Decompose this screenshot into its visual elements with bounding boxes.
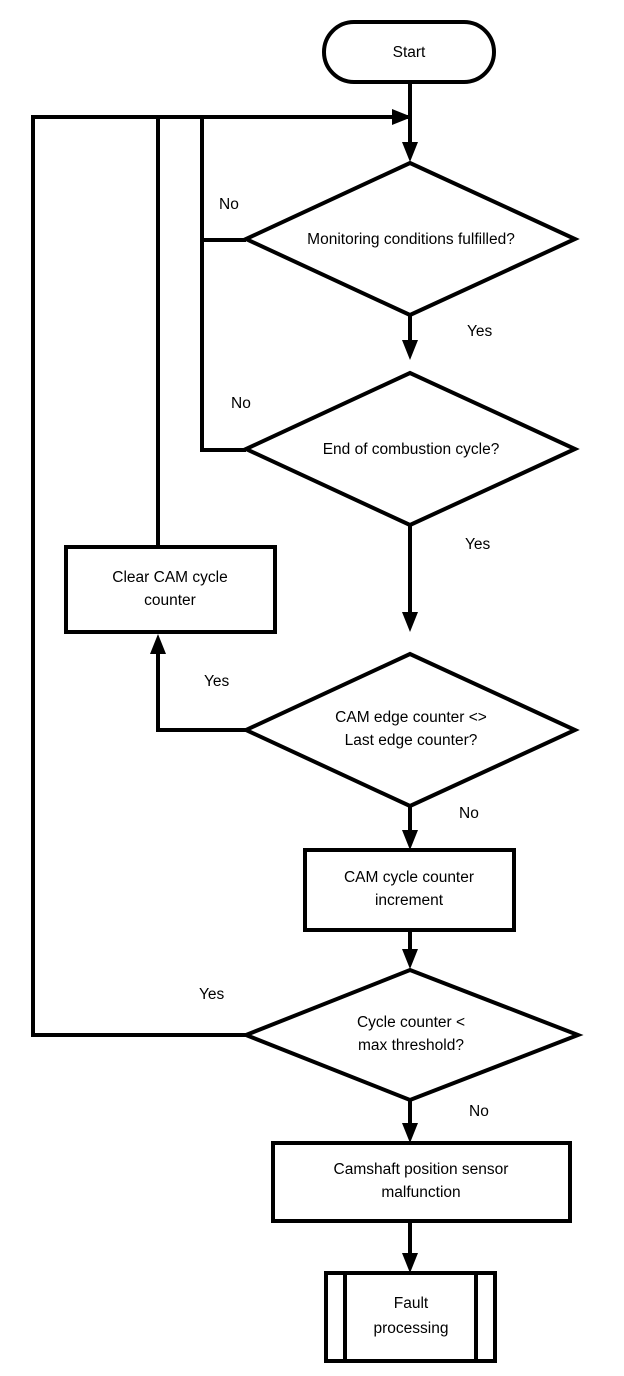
cam-cycle-counter-increment-label-line1: CAM cycle counter: [344, 869, 474, 886]
fault-processing-shape: [324, 1271, 497, 1363]
cam-cycle-counter-increment-shape: [303, 848, 516, 932]
camshaft-sensor-malfunction-label-line1: Camshaft position sensor: [334, 1161, 509, 1178]
start-label: Start: [393, 44, 426, 61]
connector-threshold-yes-rail: [31, 117, 246, 1037]
fault-processing-label-line1: Fault: [394, 1295, 429, 1312]
connector-monitoring-no: [200, 117, 246, 242]
end-of-combustion-cycle-label: End of combustion cycle?: [323, 441, 500, 458]
monitoring-conditions-label: Monitoring conditions fulfilled?: [307, 231, 515, 248]
monitoring-conditions-shape: [241, 160, 580, 318]
cycle-counter-threshold-shape: [240, 967, 584, 1103]
node-end-of-combustion-cycle[interactable]: End of combustion cycle?: [241, 370, 580, 528]
node-fault-processing[interactable]: Fault processing: [324, 1271, 497, 1363]
arrowhead-start-to-monitoring: [402, 142, 418, 162]
arrowhead-threshold-no: [402, 1123, 418, 1143]
node-cam-cycle-counter-increment[interactable]: CAM cycle counter increment: [303, 848, 516, 932]
edge-label-monitoring-no: No: [219, 196, 239, 213]
arrowhead-edge-counter-no: [402, 830, 418, 850]
arrowhead-top-feedback-rail: [392, 109, 412, 125]
arrowhead-increment-to-threshold: [402, 949, 418, 969]
edge-label-edge-counter-no: No: [459, 805, 479, 822]
start-shape: [322, 20, 496, 84]
connector-edge-counter-yes: [156, 648, 246, 732]
arrowhead-combustion-yes: [402, 612, 418, 632]
node-camshaft-sensor-malfunction[interactable]: Camshaft position sensor malfunction: [271, 1141, 572, 1223]
arrowhead-malfunction-to-fault: [402, 1253, 418, 1273]
edge-label-threshold-no: No: [469, 1103, 489, 1120]
node-monitoring-conditions[interactable]: Monitoring conditions fulfilled?: [241, 160, 580, 318]
end-of-combustion-cycle-shape: [241, 370, 580, 528]
arrowhead-monitoring-yes: [402, 340, 418, 360]
camshaft-sensor-malfunction-label-line2: malfunction: [381, 1184, 460, 1201]
node-cam-edge-counter-compare[interactable]: CAM edge counter <> Last edge counter?: [241, 651, 580, 809]
edge-label-layer: No Yes No Yes Yes No Yes No: [199, 196, 493, 1120]
edge-label-combustion-yes: Yes: [465, 536, 491, 553]
cam-edge-counter-compare-label-line1: CAM edge counter <>: [335, 709, 487, 726]
camshaft-sensor-malfunction-shape: [271, 1141, 572, 1223]
cycle-counter-threshold-label-line1: Cycle counter <: [357, 1014, 465, 1031]
edge-label-threshold-yes: Yes: [199, 986, 225, 1003]
cam-cycle-counter-increment-label-line2: increment: [375, 892, 444, 909]
cam-edge-counter-compare-shape: [241, 651, 580, 809]
arrowhead-edge-counter-yes: [150, 634, 166, 654]
node-cycle-counter-threshold[interactable]: Cycle counter < max threshold?: [240, 967, 584, 1103]
cam-edge-counter-compare-label-line2: Last edge counter?: [345, 732, 478, 749]
edge-label-monitoring-yes: Yes: [467, 323, 493, 340]
cycle-counter-threshold-label-line2: max threshold?: [358, 1037, 464, 1054]
clear-cam-cycle-counter-shape: [64, 545, 277, 634]
edge-label-edge-counter-yes: Yes: [204, 673, 230, 690]
connector-combustion-no: [200, 117, 246, 452]
fault-processing-label-line2: processing: [374, 1320, 449, 1337]
node-start[interactable]: Start: [322, 20, 496, 84]
clear-cam-cycle-counter-label-line2: counter: [144, 592, 196, 609]
node-clear-cam-cycle-counter[interactable]: Clear CAM cycle counter: [64, 545, 277, 634]
clear-cam-cycle-counter-label-line1: Clear CAM cycle: [112, 569, 227, 586]
edge-label-combustion-no: No: [231, 395, 251, 412]
